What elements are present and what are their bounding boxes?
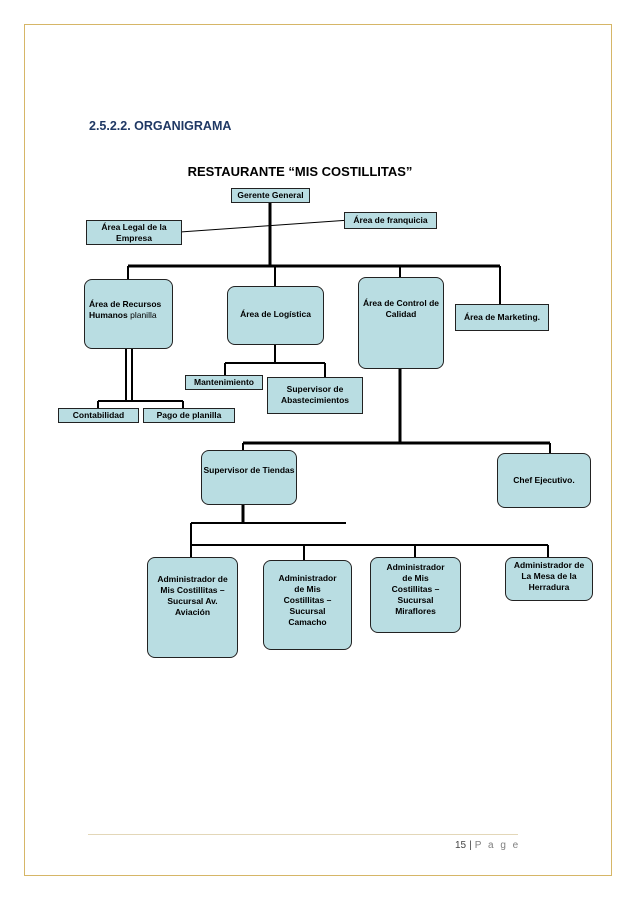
footer-rule [88, 834, 518, 835]
node-area-marketing-label: Área de Marketing. [463, 312, 541, 322]
node-adm-aviacion-label: Administrador de Mis Costillitas – Sucur… [157, 574, 228, 617]
node-adm-miraflores: Administrador de Mis Costillitas – Sucur… [370, 557, 461, 633]
node-area-control-calidad-label: Área de Control de Calidad [362, 298, 440, 319]
node-area-rrhh-suffix: planilla [130, 310, 157, 320]
page-border [24, 24, 612, 876]
node-supervisor-tiendas-label: Supervisor de Tiendas [203, 465, 295, 475]
section-title: 2.5.2.2. ORGANIGRAMA [89, 119, 232, 133]
node-mantenimiento-label: Mantenimiento [194, 377, 254, 387]
chart-title: RESTAURANTE “MIS COSTILLITAS” [187, 164, 413, 179]
node-area-control-calidad: Área de Control de Calidad [358, 277, 444, 369]
node-supervisor-tiendas: Supervisor de Tiendas [201, 450, 297, 505]
node-supervisor-abastecimientos-label: Supervisor de Abastecimientos [280, 384, 350, 405]
node-gerente-general: Gerente General [231, 188, 310, 203]
node-area-franquicia: Área de franquicia [344, 212, 437, 229]
node-area-logistica-label: Área de Logística [240, 309, 311, 319]
node-adm-herradura: Administrador de La Mesa de la Herradura [505, 557, 593, 601]
node-adm-camacho: Administrador de Mis Costillitas – Sucur… [263, 560, 352, 650]
node-adm-aviacion: Administrador de Mis Costillitas – Sucur… [147, 557, 238, 658]
node-gerente-general-label: Gerente General [237, 190, 304, 200]
node-chef-ejecutivo-label: Chef Ejecutivo. [513, 475, 575, 485]
node-area-legal: Área Legal de la Empresa [86, 220, 182, 245]
node-adm-camacho-label: Administrador de Mis Costillitas – Sucur… [278, 573, 337, 627]
node-chef-ejecutivo: Chef Ejecutivo. [497, 453, 591, 508]
node-area-legal-label: Área Legal de la Empresa [101, 222, 167, 243]
page-number: 15 [455, 840, 467, 851]
node-adm-herradura-label: Administrador de La Mesa de la Herradura [513, 560, 585, 592]
page-footer: 15|P a g e [455, 840, 520, 851]
node-supervisor-abastecimientos: Supervisor de Abastecimientos [267, 377, 363, 414]
page-label: P a g e [474, 840, 521, 851]
page-separator: | [469, 840, 472, 851]
node-area-rrhh-label: Área de Recursos Humanos [89, 299, 162, 320]
node-contabilidad-label: Contabilidad [72, 410, 125, 420]
node-area-rrhh: Área de Recursos Humanos planilla [84, 279, 173, 349]
node-area-logistica: Área de Logística [227, 286, 324, 345]
node-mantenimiento: Mantenimiento [185, 375, 263, 390]
node-pago-planilla: Pago de planilla [143, 408, 235, 423]
node-area-marketing: Área de Marketing. [455, 304, 549, 331]
node-area-franquicia-label: Área de franquicia [353, 215, 428, 225]
node-adm-miraflores-label: Administrador de Mis Costillitas – Sucur… [386, 562, 445, 616]
node-pago-planilla-label: Pago de planilla [156, 410, 222, 420]
node-contabilidad: Contabilidad [58, 408, 139, 423]
